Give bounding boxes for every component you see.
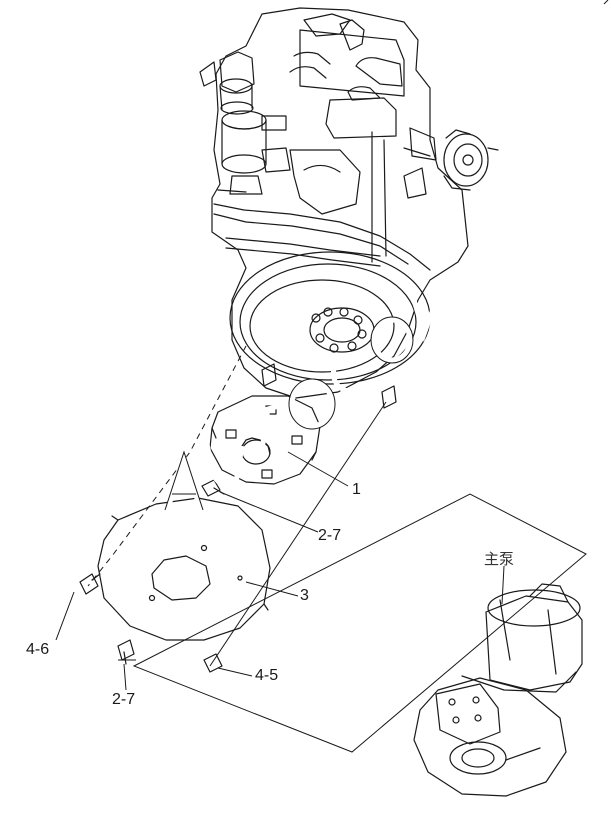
bolt-part-4-6 bbox=[79, 573, 101, 595]
corner-mark bbox=[603, 0, 609, 5]
label-part-4-5: 4-5 bbox=[255, 667, 279, 684]
bolt-part-2-7-lower bbox=[117, 639, 135, 665]
pump-callout-frame bbox=[132, 493, 587, 753]
label-part-3: 3 bbox=[300, 587, 309, 604]
flywheel-assembly bbox=[229, 251, 431, 409]
label-part-2-7-upper: 2-7 bbox=[318, 527, 342, 544]
alternator bbox=[443, 129, 499, 191]
label-part-4-6: 4-6 bbox=[26, 641, 50, 658]
plate-part-3 bbox=[97, 497, 271, 641]
label-part-2-7-lower: 2-7 bbox=[112, 691, 136, 708]
engine-block bbox=[211, 7, 469, 399]
dashed-assembly-line bbox=[87, 345, 247, 587]
watermark-outline bbox=[164, 316, 414, 511]
assembly-axis-line bbox=[209, 401, 387, 667]
bolt-part-4-5 bbox=[203, 653, 223, 673]
label-part-1: 1 bbox=[352, 481, 361, 498]
label-main-pump: 主泵 bbox=[484, 550, 515, 568]
fuel-filter-assembly bbox=[199, 51, 267, 195]
watermark bbox=[165, 289, 443, 509]
main-pump bbox=[413, 583, 583, 797]
leader-lines bbox=[55, 451, 505, 691]
